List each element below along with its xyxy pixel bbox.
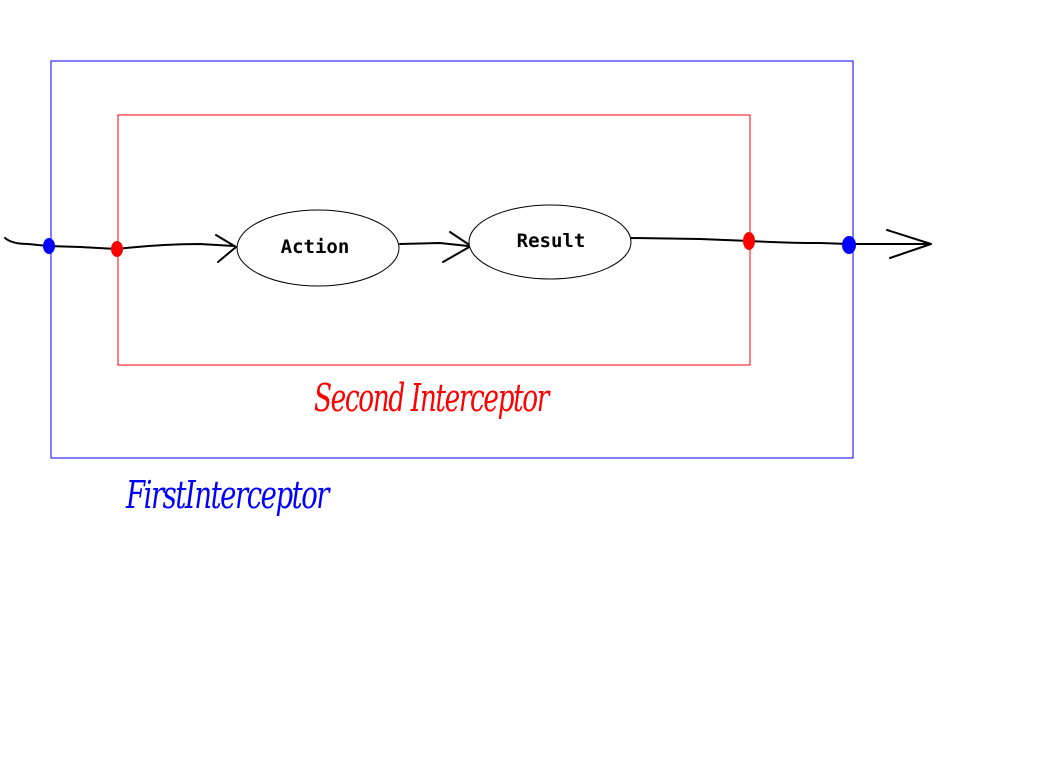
second-interceptor-box <box>117 114 751 366</box>
flow-line-action-to-result <box>399 242 469 247</box>
action-node <box>236 209 400 287</box>
action-node-label: Action <box>281 236 350 258</box>
result-node-label: Result <box>517 230 586 252</box>
first-interceptor-box <box>50 60 854 459</box>
second-interceptor-label: Second Interceptor <box>314 376 551 420</box>
first-interceptor-entry-dot <box>43 238 55 254</box>
flow-line-result-to-end <box>630 237 931 245</box>
arrowhead-to-result <box>442 231 472 263</box>
second-interceptor-entry-dot <box>111 241 123 257</box>
arrowhead-to-action <box>215 234 237 263</box>
first-interceptor-label: FirstInterceptor <box>125 473 331 517</box>
result-node <box>468 204 632 280</box>
first-interceptor-exit-dot <box>842 236 856 254</box>
second-interceptor-exit-dot <box>743 232 755 250</box>
arrowhead-to-end <box>886 229 932 259</box>
